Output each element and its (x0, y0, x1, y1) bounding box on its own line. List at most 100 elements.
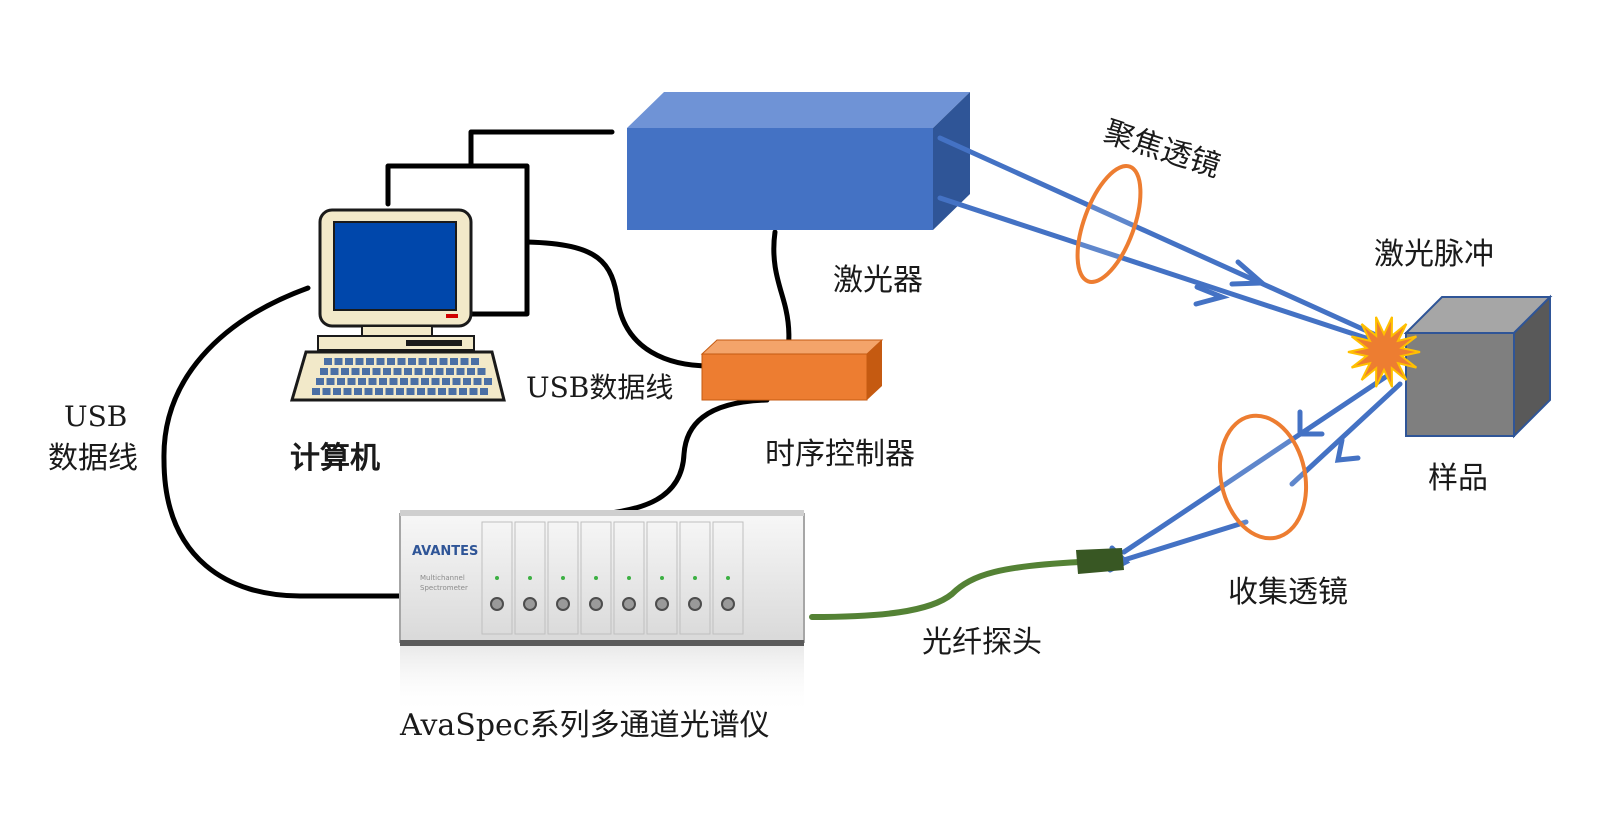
keyboard-key (362, 368, 370, 375)
keyboard-key (341, 368, 349, 375)
cable-computer-controller (524, 239, 713, 369)
keyboard-key (397, 358, 406, 365)
channel-slot (514, 521, 546, 635)
keyboard-key (316, 378, 324, 385)
keyboard-key (383, 368, 391, 375)
arrowhead-upper (1229, 259, 1269, 287)
keyboard-keys (312, 358, 492, 395)
fiber-connector-port (721, 597, 735, 611)
rack-spectrometer-icon (399, 510, 805, 714)
keyboard-key (404, 368, 412, 375)
keyboard-key (354, 388, 362, 395)
laser-beams (937, 135, 1403, 573)
controller-front-face (701, 353, 868, 401)
computer-base (317, 335, 475, 351)
keyboard-key (456, 368, 465, 375)
arrowhead-collect-upper (1297, 409, 1325, 437)
focus-lens-icon (1075, 164, 1143, 284)
fiber-connector-port (655, 597, 669, 611)
keyboard-key (414, 368, 423, 375)
spectrometer-bottom-bar (400, 640, 804, 646)
monitor-screen (333, 221, 457, 311)
channel-slot (613, 521, 645, 635)
channel-led (528, 576, 532, 580)
laser-box (627, 92, 970, 230)
cable-laser-computer-side (463, 163, 530, 317)
keyboard-key (417, 388, 425, 395)
laser-top-face (627, 92, 970, 128)
keyboard-key (452, 378, 461, 385)
channel-led (660, 576, 664, 580)
keyboard-key (393, 368, 402, 375)
keyboard-key (469, 388, 478, 395)
spectrometer-channel-slots (481, 521, 744, 635)
label-sample: 样品 (1428, 461, 1488, 496)
keyboard-key (459, 388, 467, 395)
channel-led (561, 576, 565, 580)
brand-subtitle-line1: Multichannel (420, 574, 465, 582)
floppy-slot (406, 340, 462, 346)
keyboard-key (431, 378, 440, 385)
spectrometer-top-edge (400, 510, 804, 516)
label-usb-cable-left-line1: USB (64, 400, 127, 433)
keyboard-key (477, 368, 486, 375)
label-computer: 计算机 (290, 441, 380, 476)
keyboard-key (372, 368, 381, 375)
channel-led (693, 576, 697, 580)
cable-computer-spectrometer (161, 285, 403, 599)
fiber-probe-icon (1076, 548, 1124, 574)
cable-laser-controller (771, 229, 792, 357)
collect-beam-bottom (1121, 519, 1249, 563)
collect-lens-icon (1217, 413, 1309, 541)
keyboard-key (375, 388, 383, 395)
keyboard-key (421, 378, 429, 385)
channel-slot (481, 521, 513, 635)
channel-led (627, 576, 631, 580)
channel-slot (712, 521, 744, 635)
cable-controller-spectrometer (599, 397, 770, 517)
desktop-computer-icon (290, 208, 506, 402)
keyboard-key (364, 388, 373, 395)
keyboard-key (343, 388, 352, 395)
optical-fiber (809, 559, 1083, 620)
keyboard-key (345, 358, 353, 365)
keyboard-key (326, 378, 335, 385)
spectrometer-reflection (400, 644, 804, 714)
keyboard-key (429, 358, 437, 365)
controller-side-face (867, 340, 882, 400)
label-fiber-probe: 光纤探头 (922, 625, 1042, 660)
channel-slot (679, 521, 711, 635)
controller-top-face (700, 339, 884, 355)
beam-upper (937, 135, 1381, 339)
keyboard-key (334, 358, 343, 365)
keyboard-key (376, 358, 385, 365)
keyboard-key (396, 388, 404, 395)
keyboard-key (333, 388, 341, 395)
keyboard-key (351, 368, 360, 375)
keyboard-key (379, 378, 387, 385)
collect-beam-upper (1121, 371, 1393, 555)
keyboard-key (439, 358, 448, 365)
keyboard-key (408, 358, 416, 365)
keyboard-key (450, 358, 458, 365)
keyboard-key (473, 378, 482, 385)
fiber-connector-port (556, 597, 570, 611)
keyboard-key (330, 368, 339, 375)
brand-logo: AVANTES (412, 544, 478, 559)
keyboard-key (320, 368, 328, 375)
keyboard-key (406, 388, 415, 395)
monitor-stand (361, 325, 433, 337)
channel-slot (646, 521, 678, 635)
keyboard-key (484, 378, 492, 385)
label-spectrometer: AvaSpec系列多通道光谱仪 (399, 708, 770, 743)
keyboard-key (385, 388, 394, 395)
laser-side-face (933, 92, 970, 230)
label-collect-lens: 收集透镜 (1228, 575, 1348, 610)
keyboard-key (418, 358, 427, 365)
keyboard-key (480, 388, 488, 395)
channel-led (726, 576, 730, 580)
keyboard-key (438, 388, 446, 395)
channel-slot (547, 521, 579, 635)
